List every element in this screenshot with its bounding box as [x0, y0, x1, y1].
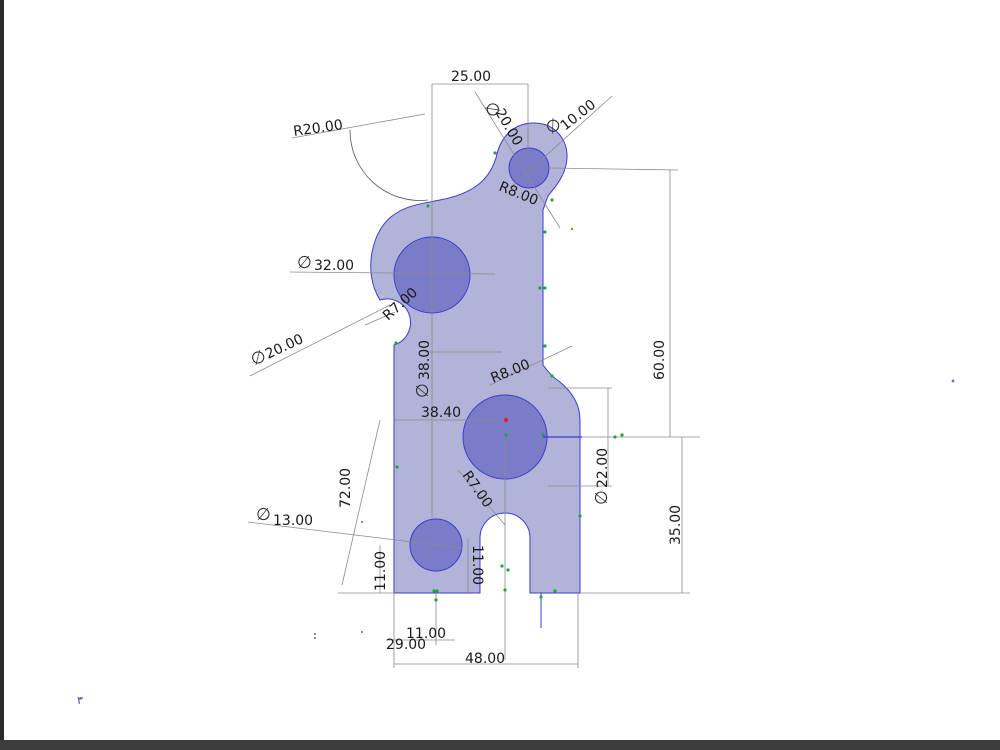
origin-point[interactable]: [503, 417, 509, 423]
diameter-symbol: ∅: [413, 383, 433, 398]
dim-w48: 48.00: [465, 651, 505, 667]
dim-w11: 11.00: [406, 626, 446, 642]
dim-r20: R20.00: [292, 117, 344, 140]
dim-dia32: 32.00: [314, 258, 354, 274]
sketch-points[interactable]: [394, 151, 624, 602]
dim-h11-slot: 11.00: [469, 545, 485, 585]
diameter-symbol: ∅: [256, 505, 271, 525]
dim-top-width: 25.00: [451, 69, 491, 85]
dim-dia13: 13.00: [273, 513, 313, 529]
dim-dia22: 22.00: [595, 448, 611, 488]
status-bar: [0, 740, 1000, 750]
construction-arc-r20: [349, 129, 429, 201]
hole-dia10[interactable]: [508, 147, 550, 189]
window-left-edge: [0, 0, 4, 740]
dim-dia10: 10.00: [558, 97, 599, 134]
dim-dia38: 38.00: [417, 340, 433, 380]
dim-h11-left: 11.00: [373, 551, 389, 591]
tiny-marks: [314, 227, 574, 639]
dimension-lines: [247, 83, 700, 668]
dim-h60: 60.00: [652, 340, 668, 380]
dimension-labels[interactable]: 25.00 R20.00 ∅ 20.00 ∅ 10.00 R8.00 ∅ 32.…: [248, 69, 684, 667]
dim-h72: 72.00: [338, 468, 354, 508]
stray-point: [951, 379, 955, 383]
diameter-symbol: ∅: [297, 253, 312, 273]
origin-label: ٣: [77, 694, 83, 707]
part-profile[interactable]: [370, 122, 581, 594]
dim-h35: 35.00: [668, 505, 684, 545]
dim-dia20-left: 20.00: [263, 331, 306, 362]
dim-w3840: 38.40: [421, 405, 461, 421]
diameter-symbol: ∅: [592, 490, 612, 505]
dim-w29: 29.00: [386, 637, 426, 653]
